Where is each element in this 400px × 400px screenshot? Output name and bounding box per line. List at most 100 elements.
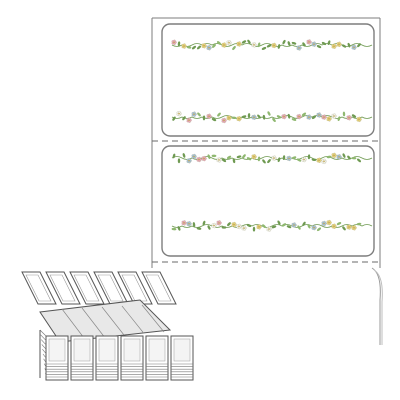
flower xyxy=(301,156,307,163)
leaf xyxy=(301,112,307,117)
flower xyxy=(181,220,187,226)
leaf xyxy=(226,155,232,160)
leaf xyxy=(241,115,247,119)
flower xyxy=(316,112,322,118)
floral-garland xyxy=(171,219,373,232)
flower xyxy=(221,117,227,124)
flower xyxy=(251,154,257,160)
leaf xyxy=(221,226,227,229)
flower xyxy=(346,224,352,230)
stacked-label-face xyxy=(173,338,191,362)
flower xyxy=(236,41,242,47)
leaf xyxy=(262,224,266,229)
leaf xyxy=(291,156,297,160)
leaf xyxy=(267,159,271,164)
leaf xyxy=(302,221,306,226)
flower xyxy=(211,222,217,229)
form-sheet xyxy=(151,17,383,345)
leaf xyxy=(236,155,242,159)
flower xyxy=(296,45,302,51)
leaf xyxy=(351,156,357,160)
leaf xyxy=(171,227,177,231)
leaf xyxy=(182,116,186,121)
flower xyxy=(216,157,222,163)
flower xyxy=(191,153,197,160)
flower xyxy=(331,223,337,229)
leaf xyxy=(257,114,261,119)
flower xyxy=(221,42,227,48)
label-card xyxy=(141,271,177,305)
leaf xyxy=(282,155,286,161)
leaf xyxy=(277,220,281,225)
stacked-label-face xyxy=(98,338,116,362)
flower xyxy=(226,115,232,121)
leaf xyxy=(232,158,236,164)
fanfold-stack xyxy=(21,271,194,381)
flower xyxy=(356,116,362,123)
leaf xyxy=(342,111,346,117)
label-card-inner xyxy=(145,274,172,302)
flower xyxy=(251,42,257,48)
label-card-inner xyxy=(25,274,52,302)
label-card xyxy=(117,271,153,305)
floral-garland xyxy=(171,39,373,51)
leaf xyxy=(172,116,176,121)
flower xyxy=(316,157,322,163)
flower xyxy=(321,114,327,120)
leaf xyxy=(186,46,192,49)
leaf xyxy=(307,223,311,229)
flower xyxy=(226,40,232,46)
stacked-label-face xyxy=(48,338,66,362)
leaf xyxy=(296,158,302,162)
leaf xyxy=(182,153,186,158)
leaf xyxy=(272,117,276,122)
leaf xyxy=(302,42,306,47)
flower xyxy=(331,43,337,49)
leaf xyxy=(291,41,297,45)
floral-garland xyxy=(171,152,373,164)
leaf xyxy=(197,112,201,117)
flower xyxy=(281,113,287,120)
leaf xyxy=(191,45,197,50)
leaf xyxy=(246,157,252,161)
leaf xyxy=(262,114,266,120)
flower xyxy=(236,116,242,122)
leaf xyxy=(316,45,322,49)
leaf xyxy=(247,39,251,44)
leaf xyxy=(202,115,206,121)
flower xyxy=(181,43,187,49)
label-card-inner xyxy=(121,274,148,302)
leaf xyxy=(357,158,361,163)
leaf xyxy=(286,225,292,229)
leaf xyxy=(207,154,211,159)
leaf xyxy=(231,116,237,120)
flower xyxy=(351,44,357,50)
flower xyxy=(191,111,197,117)
flower xyxy=(291,222,297,228)
leaf xyxy=(221,158,227,163)
leaf xyxy=(192,222,196,227)
leaf xyxy=(246,224,252,227)
stacked-label-face xyxy=(148,338,166,362)
leaf xyxy=(356,222,362,226)
leaf xyxy=(241,40,247,44)
stacked-label-face xyxy=(123,338,141,362)
leaf xyxy=(277,44,281,49)
leaf xyxy=(257,156,261,162)
leaf xyxy=(336,222,342,226)
sheet-curl xyxy=(371,267,381,345)
leaf xyxy=(211,118,217,122)
leaf xyxy=(227,222,231,227)
leaf xyxy=(262,159,266,164)
leaf xyxy=(202,220,206,226)
floral-garland xyxy=(171,111,373,124)
label-card-inner xyxy=(97,274,124,302)
label-2 xyxy=(161,145,375,257)
leaf xyxy=(212,44,216,48)
leaf xyxy=(347,155,351,160)
flower xyxy=(286,155,292,162)
leaf xyxy=(347,42,351,48)
leaf xyxy=(177,41,181,47)
